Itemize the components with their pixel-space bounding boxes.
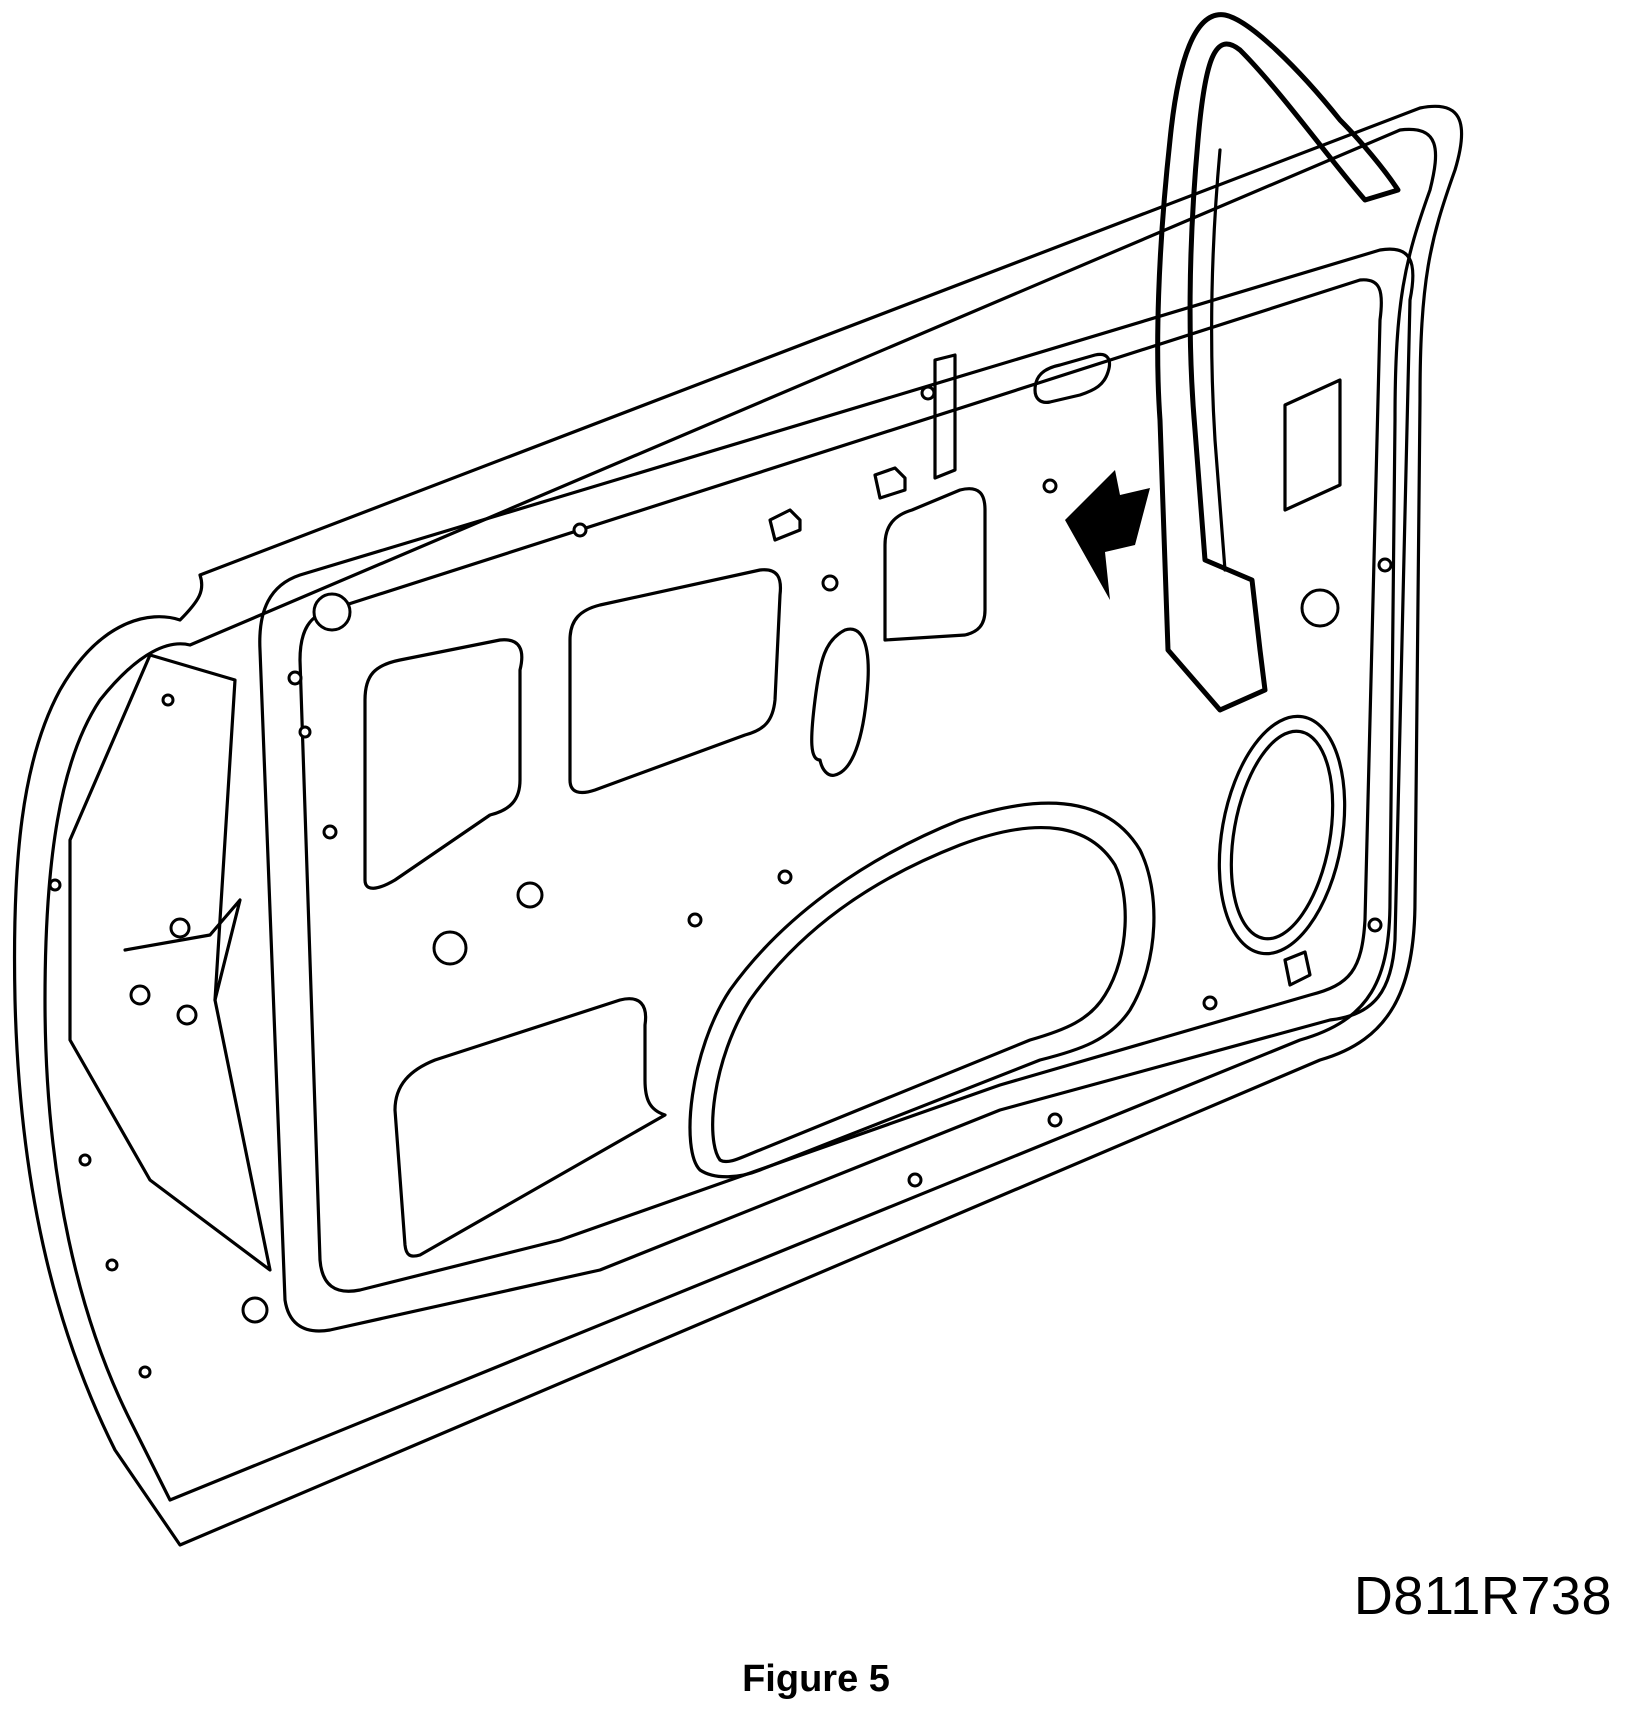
hole <box>78 1153 92 1167</box>
cutout-rect-right <box>1283 378 1342 512</box>
hole <box>920 385 936 401</box>
clip-2 <box>873 466 907 500</box>
clip-1 <box>768 508 802 542</box>
cutout-upper-right <box>883 487 987 642</box>
cutout-upper-left <box>363 638 524 890</box>
hole <box>298 725 312 739</box>
cutout-upper-middle <box>568 568 783 795</box>
hole <box>169 917 191 939</box>
hole <box>1047 1112 1063 1128</box>
speaker-opening <box>1217 714 1347 956</box>
hole <box>432 930 468 966</box>
hole <box>821 574 839 592</box>
cutout-lower-left <box>393 997 667 1258</box>
hole <box>1367 917 1383 933</box>
hole <box>687 912 703 928</box>
cutout-central-large <box>688 801 1156 1179</box>
cutout-oval-vertical <box>810 627 870 777</box>
hole <box>287 670 303 686</box>
hole <box>907 1172 923 1188</box>
cutout-central-large-inner <box>711 826 1127 1164</box>
hole <box>1042 478 1058 494</box>
hole <box>48 878 62 892</box>
window-frame <box>1155 12 1401 713</box>
hole <box>1377 557 1393 573</box>
hole <box>129 984 151 1006</box>
hole <box>572 522 588 538</box>
hinge-bracket <box>123 898 242 1002</box>
hole <box>516 881 544 909</box>
hole <box>1202 995 1218 1011</box>
hole <box>241 1296 269 1324</box>
door-outer-edge <box>12 104 1464 1547</box>
hinge-panel <box>68 653 272 1272</box>
clip-3 <box>933 353 957 480</box>
window-frame-inner <box>1210 148 1227 572</box>
hole <box>322 824 338 840</box>
speaker-opening-inner <box>1229 729 1335 941</box>
figure-code: D811R738 <box>1353 1566 1612 1626</box>
hole <box>312 592 352 632</box>
hole <box>105 1258 119 1272</box>
door-outer-edge-inner <box>43 127 1438 1502</box>
cutout-slot-top <box>1033 352 1112 404</box>
hole <box>176 1004 198 1026</box>
direction-arrow-icon <box>1065 470 1150 600</box>
inner-panel-boundary <box>258 247 1415 1333</box>
hole <box>1300 588 1340 628</box>
hole <box>161 693 175 707</box>
figure-caption: Figure 5 <box>742 1658 890 1700</box>
hole <box>777 869 793 885</box>
clip-4 <box>1283 950 1312 987</box>
hole <box>138 1365 152 1379</box>
